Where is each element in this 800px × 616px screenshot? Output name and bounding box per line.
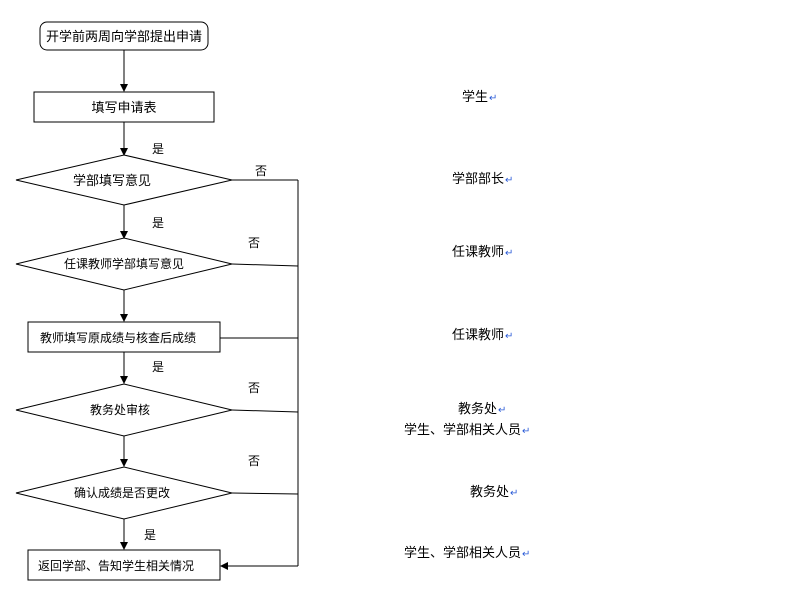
- fill-form-label: 填写申请表: [91, 101, 156, 116]
- role-text-5a: 教务处: [458, 402, 498, 417]
- fill-form-node: 填写申请表: [33, 91, 215, 123]
- no-label-1: 否: [255, 164, 267, 178]
- paragraph-mark-icon: ↵: [510, 488, 519, 499]
- yes-label-2: 是: [152, 216, 164, 230]
- role-label-dept-head: 学部部长↵: [452, 172, 513, 189]
- paragraph-mark-icon: ↵: [505, 175, 514, 186]
- decision-confirm-change: 确认成绩是否更改: [15, 466, 233, 520]
- role-text-5b: 学生、学部相关人员: [404, 423, 522, 438]
- paragraph-mark-icon: ↵: [505, 331, 514, 342]
- role-text-1: 学生: [462, 90, 489, 105]
- paragraph-mark-icon: ↵: [522, 549, 531, 560]
- role-label-teacher-2: 任课教师↵: [452, 328, 513, 345]
- role-label-student: 学生↵: [462, 90, 497, 107]
- no-label-2: 否: [248, 236, 260, 250]
- decision-department-opinion: 学部填写意见: [15, 154, 233, 206]
- yes-label-4: 是: [144, 528, 156, 542]
- no-line-4: [231, 492, 299, 495]
- no-line-3: [231, 409, 299, 413]
- yes-label-1: 是: [152, 142, 164, 156]
- decision-academic-review: 教务处审核: [15, 383, 233, 437]
- role-text-6: 教务处: [470, 485, 510, 500]
- role-label-student-staff-1: 学生、学部相关人员↵: [404, 423, 530, 440]
- role-text-4: 任课教师: [452, 328, 505, 343]
- paragraph-mark-icon: ↵: [522, 426, 531, 437]
- role-label-academic-office-2: 教务处↵: [470, 485, 518, 502]
- no-line-2: [231, 263, 299, 267]
- decision-2-label: 任课教师学部填写意见: [64, 256, 184, 271]
- role-text-3: 任课教师: [452, 245, 505, 260]
- paragraph-mark-icon: ↵: [498, 405, 507, 416]
- start-node: 开学前两周向学部提出申请: [39, 21, 209, 51]
- start-node-label: 开学前两周向学部提出申请: [46, 29, 202, 45]
- role-label-student-staff-2: 学生、学部相关人员↵: [404, 546, 530, 563]
- role-text-2: 学部部长: [452, 172, 505, 187]
- role-label-academic-office: 教务处↵: [458, 402, 506, 419]
- decision-3-label: 教务处审核: [90, 402, 150, 417]
- decision-teacher-opinion: 任课教师学部填写意见: [15, 237, 233, 291]
- no-label-3: 否: [248, 381, 260, 395]
- scores-label: 教师填写原成绩与核查后成绩: [40, 330, 196, 345]
- paragraph-mark-icon: ↵: [489, 93, 498, 104]
- yes-label-3: 是: [152, 360, 164, 374]
- decision-4-label: 确认成绩是否更改: [74, 486, 170, 500]
- role-label-teacher-1: 任课教师↵: [452, 245, 513, 262]
- role-text-7: 学生、学部相关人员: [404, 546, 522, 561]
- no-label-4: 否: [248, 454, 260, 468]
- end-node: 返回学部、告知学生相关情况: [27, 549, 221, 581]
- decision-1-label: 学部填写意见: [73, 173, 151, 189]
- end-label: 返回学部、告知学生相关情况: [38, 558, 194, 573]
- paragraph-mark-icon: ↵: [505, 248, 514, 259]
- scores-node: 教师填写原成绩与核查后成绩: [27, 321, 221, 353]
